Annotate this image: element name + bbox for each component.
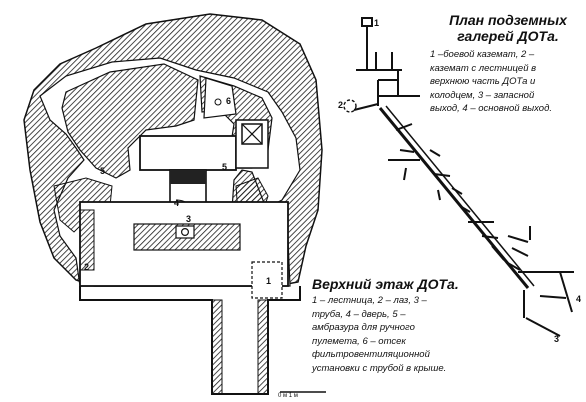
stair-compartment — [251, 261, 283, 299]
gallery-label-4: 4 — [576, 294, 582, 304]
pipe-box — [175, 225, 195, 239]
label-3: 3 — [186, 214, 192, 224]
shaft-corridor — [79, 286, 301, 395]
legend-line: верхнюю часть ДОТа и — [430, 76, 536, 87]
upper-floor-title: Верхний этаж ДОТа. — [312, 276, 459, 292]
label-6: 6 — [226, 96, 232, 106]
legend-line: каземат с лестницей в — [430, 62, 537, 74]
gallery-label-2: 2 — [338, 100, 344, 110]
label-5-right: 5 — [222, 162, 228, 172]
legend-line: амбразура для ручного — [312, 322, 415, 333]
inner-hatched-mass — [61, 63, 199, 179]
casemate-room — [139, 135, 237, 171]
label-5-left: 5 — [100, 166, 106, 176]
gallery-plan-legend: 1 –боевой каземат, 2 – каземат с лестниц… — [430, 48, 584, 116]
label-1: 1 — [266, 276, 272, 286]
gallery-label-1: 1 — [374, 18, 380, 28]
gallery-plan-title-line-1: План подземных — [449, 12, 567, 28]
legend-line: 1 – лестница, 2 – лаз, 3 – — [312, 295, 427, 306]
scale-label: 0 м 1 м — [278, 393, 298, 399]
upper-floor-legend: 1 – лестница, 2 – лаз, 3 – труба, 4 – дв… — [312, 294, 482, 375]
room-6-outline — [203, 77, 237, 119]
label-2: 2 — [84, 262, 90, 272]
gallery-plan-title: План подземных галерей ДОТа. — [432, 12, 584, 44]
legend-line: колодцем, 3 – запасной — [430, 89, 535, 101]
legend-line: фильтровентиляционной — [312, 349, 430, 360]
pipe-icon — [181, 228, 190, 237]
label-4: 4 — [174, 198, 180, 208]
gallery-label-3: 3 — [554, 334, 560, 344]
legend-line: труба, 4 – дверь, 5 – — [312, 308, 406, 320]
legend-line: выход, 4 – основной выход. — [430, 103, 552, 114]
legend-line: 1 –боевой каземат, 2 – — [430, 49, 535, 60]
legend-line: установки с трубой в крыше. — [312, 362, 447, 374]
legend-line: пулемета, 6 – отсек — [312, 335, 406, 347]
gallery-plan — [343, 17, 574, 337]
gallery-plan-title-line-2: галерей ДОТа. — [457, 28, 559, 44]
